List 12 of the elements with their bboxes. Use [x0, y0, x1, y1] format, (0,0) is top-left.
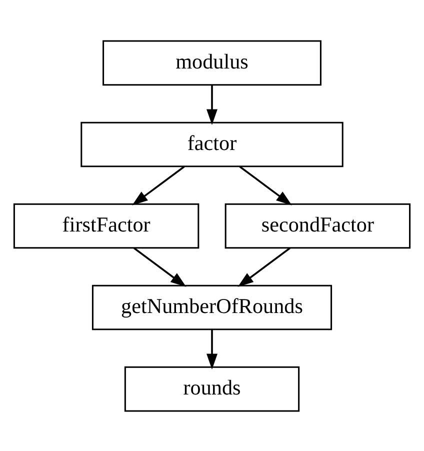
node-box: secondFactor — [224, 202, 411, 248]
arrow — [239, 165, 292, 205]
arrow — [206, 84, 218, 124]
arrow — [134, 246, 186, 286]
arrow — [132, 165, 185, 205]
arrow — [238, 246, 290, 286]
node-box: firstFactor — [13, 202, 200, 248]
node-box: factor — [80, 121, 344, 167]
node-box: modulus — [102, 40, 322, 86]
node-box: rounds — [124, 366, 300, 412]
node-box: getNumberOfRounds — [92, 284, 332, 330]
arrow — [206, 329, 218, 370]
